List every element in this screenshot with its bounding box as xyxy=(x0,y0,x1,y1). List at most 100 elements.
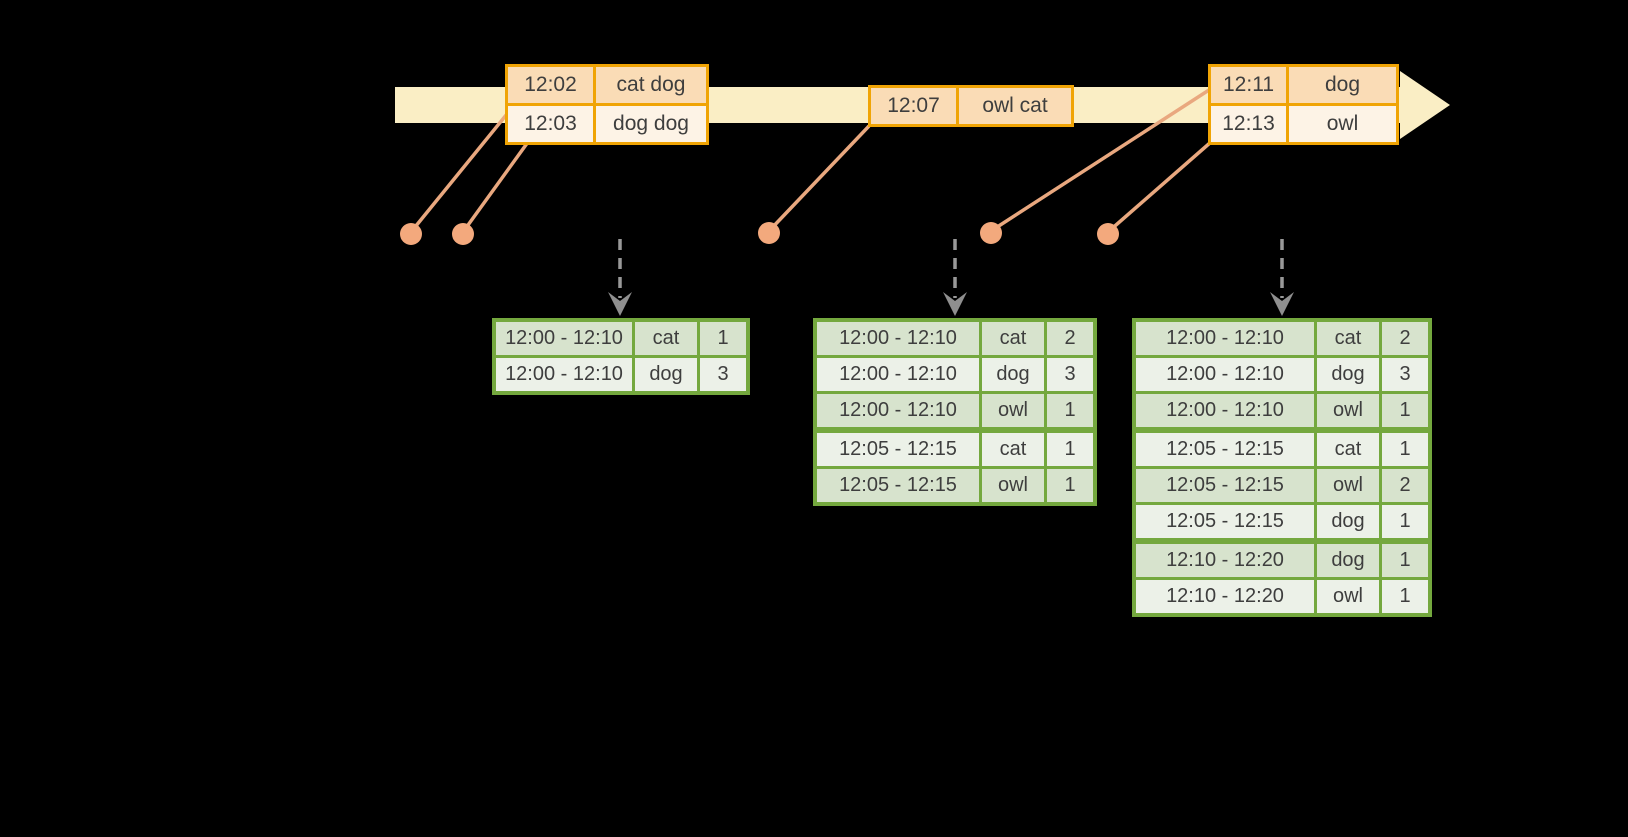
window-group: 12:00 - 12:10 cat 2 12:00 - 12:10 dog 3 … xyxy=(1136,322,1428,427)
event-box-1202-1203: 12:02 cat dog 12:03 dog dog xyxy=(505,64,709,145)
window-group: 12:05 - 12:15 cat 1 12:05 - 12:15 owl 1 xyxy=(817,433,1093,502)
table-row: 12:00 - 12:10 dog 3 xyxy=(1136,358,1428,391)
count-cell: 1 xyxy=(1047,433,1093,466)
window-cell: 12:05 - 12:15 xyxy=(1136,505,1314,538)
count-cell: 1 xyxy=(1047,394,1093,427)
table-row: 12:00 - 12:10 cat 1 xyxy=(496,322,746,355)
word-cell: owl xyxy=(982,469,1044,502)
window-group: 12:10 - 12:20 dog 1 12:10 - 12:20 owl 1 xyxy=(1136,544,1428,613)
event-time: 12:02 xyxy=(508,67,593,103)
count-cell: 2 xyxy=(1047,322,1093,355)
event-time: 12:07 xyxy=(871,88,956,124)
window-group: 12:00 - 12:10 cat 1 12:00 - 12:10 dog 3 xyxy=(496,322,746,391)
event-dot-icon xyxy=(1097,223,1119,245)
table-row: 12:00 - 12:10 cat 2 xyxy=(1136,322,1428,355)
table-row: 12:10 - 12:20 owl 1 xyxy=(1136,580,1428,613)
window-cell: 12:00 - 12:10 xyxy=(1136,322,1314,355)
event-words: cat dog xyxy=(596,67,706,103)
event-row: 12:02 cat dog xyxy=(508,67,706,103)
word-cell: cat xyxy=(982,322,1044,355)
event-dot-icon xyxy=(758,222,780,244)
window-group: 12:00 - 12:10 cat 2 12:00 - 12:10 dog 3 … xyxy=(817,322,1093,427)
table-row: 12:00 - 12:10 cat 2 xyxy=(817,322,1093,355)
count-cell: 1 xyxy=(1382,394,1428,427)
event-time: 12:11 xyxy=(1211,67,1286,103)
word-cell: dog xyxy=(635,358,697,391)
count-cell: 1 xyxy=(1382,433,1428,466)
table-row: 12:10 - 12:20 dog 1 xyxy=(1136,544,1428,577)
window-cell: 12:00 - 12:10 xyxy=(1136,394,1314,427)
event-box-1211-1213: 12:11 dog 12:13 owl xyxy=(1208,64,1399,145)
window-cell: 12:00 - 12:10 xyxy=(817,322,979,355)
event-words: owl cat xyxy=(959,88,1071,124)
word-cell: owl xyxy=(1317,394,1379,427)
word-cell: owl xyxy=(1317,469,1379,502)
window-cell: 12:05 - 12:15 xyxy=(1136,469,1314,502)
word-cell: dog xyxy=(1317,544,1379,577)
table-row: 12:05 - 12:15 owl 2 xyxy=(1136,469,1428,502)
event-box-1207: 12:07 owl cat xyxy=(868,85,1074,127)
count-cell: 3 xyxy=(700,358,746,391)
window-cell: 12:00 - 12:10 xyxy=(496,358,632,391)
count-cell: 1 xyxy=(1047,469,1093,502)
word-cell: dog xyxy=(1317,505,1379,538)
table-row: 12:00 - 12:10 dog 3 xyxy=(817,358,1093,391)
result-table-1: 12:00 - 12:10 cat 1 12:00 - 12:10 dog 3 xyxy=(492,318,750,395)
event-words: dog xyxy=(1289,67,1396,103)
event-dot-icon xyxy=(400,223,422,245)
window-cell: 12:05 - 12:15 xyxy=(1136,433,1314,466)
table-row: 12:05 - 12:15 dog 1 xyxy=(1136,505,1428,538)
event-dot-icon xyxy=(980,222,1002,244)
count-cell: 1 xyxy=(1382,505,1428,538)
count-cell: 1 xyxy=(1382,544,1428,577)
word-cell: cat xyxy=(1317,433,1379,466)
table-row: 12:05 - 12:15 owl 1 xyxy=(817,469,1093,502)
window-cell: 12:00 - 12:10 xyxy=(1136,358,1314,391)
connector-line xyxy=(461,140,530,234)
table-row: 12:00 - 12:10 owl 1 xyxy=(817,394,1093,427)
event-time: 12:03 xyxy=(508,106,593,142)
word-cell: cat xyxy=(982,433,1044,466)
count-cell: 3 xyxy=(1047,358,1093,391)
count-cell: 1 xyxy=(1382,580,1428,613)
table-row: 12:05 - 12:15 cat 1 xyxy=(817,433,1093,466)
window-cell: 12:00 - 12:10 xyxy=(817,394,979,427)
trigger-arrowhead-icon xyxy=(608,292,632,316)
count-cell: 2 xyxy=(1382,322,1428,355)
event-words: dog dog xyxy=(596,106,706,142)
timeline-arrowhead-icon xyxy=(1400,71,1450,139)
word-cell: dog xyxy=(982,358,1044,391)
result-table-2: 12:00 - 12:10 cat 2 12:00 - 12:10 dog 3 … xyxy=(813,318,1097,506)
trigger-arrowhead-icon xyxy=(1270,292,1294,316)
result-table-3: 12:00 - 12:10 cat 2 12:00 - 12:10 dog 3 … xyxy=(1132,318,1432,617)
table-row: 12:00 - 12:10 dog 3 xyxy=(496,358,746,391)
event-time: 12:13 xyxy=(1211,106,1286,142)
table-row: 12:05 - 12:15 cat 1 xyxy=(1136,433,1428,466)
word-cell: owl xyxy=(1317,580,1379,613)
event-dot-icon xyxy=(452,223,474,245)
event-row: 12:03 dog dog xyxy=(508,106,706,142)
event-row: 12:11 dog xyxy=(1211,67,1396,103)
connector-line xyxy=(1106,140,1213,234)
window-group: 12:05 - 12:15 cat 1 12:05 - 12:15 owl 2 … xyxy=(1136,433,1428,538)
word-cell: owl xyxy=(982,394,1044,427)
window-cell: 12:05 - 12:15 xyxy=(817,469,979,502)
window-cell: 12:10 - 12:20 xyxy=(1136,580,1314,613)
window-cell: 12:00 - 12:10 xyxy=(817,358,979,391)
event-words: owl xyxy=(1289,106,1396,142)
word-cell: cat xyxy=(1317,322,1379,355)
connector-line xyxy=(409,96,522,234)
word-cell: dog xyxy=(1317,358,1379,391)
window-cell: 12:00 - 12:10 xyxy=(496,322,632,355)
connector-line xyxy=(990,88,1210,233)
event-row: 12:13 owl xyxy=(1211,106,1396,142)
count-cell: 2 xyxy=(1382,469,1428,502)
count-cell: 3 xyxy=(1382,358,1428,391)
event-row: 12:07 owl cat xyxy=(871,88,1071,124)
window-cell: 12:05 - 12:15 xyxy=(817,433,979,466)
trigger-arrowhead-icon xyxy=(943,292,967,316)
table-row: 12:00 - 12:10 owl 1 xyxy=(1136,394,1428,427)
count-cell: 1 xyxy=(700,322,746,355)
word-cell: cat xyxy=(635,322,697,355)
